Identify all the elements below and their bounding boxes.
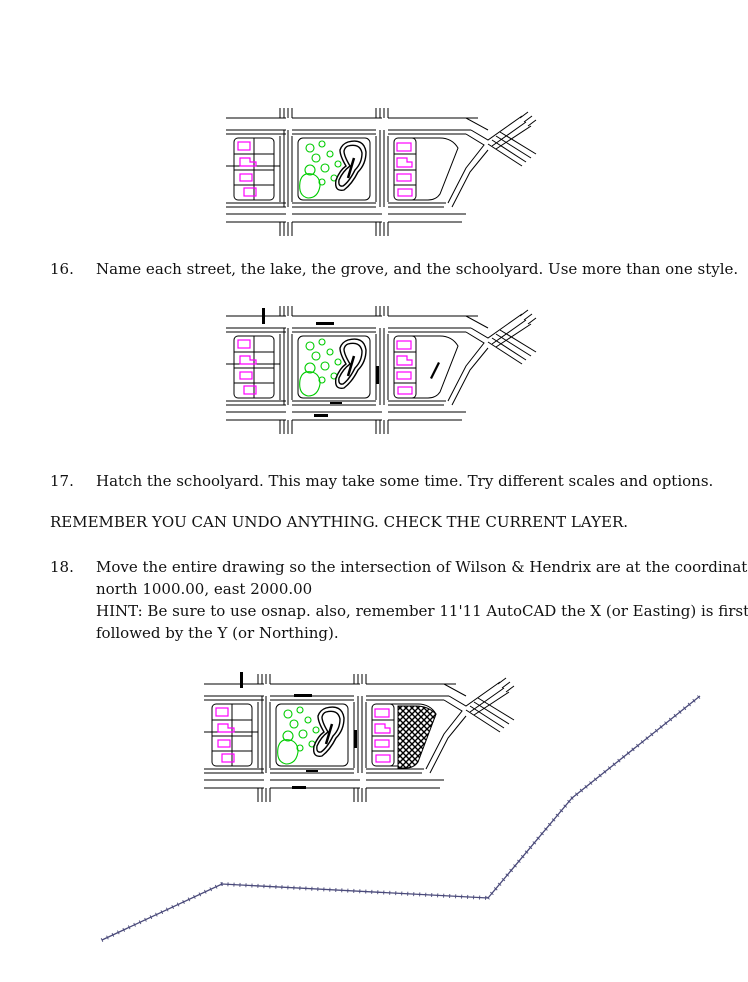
- grove-label-mark: [330, 402, 342, 404]
- site-plan-figure-3: [202, 672, 516, 804]
- step-16-number: 16.: [50, 260, 74, 278]
- street-label-mark: [316, 322, 334, 325]
- step-18-line-1: Move the entire drawing so the intersect…: [96, 558, 748, 576]
- step-18-number: 18.: [50, 558, 74, 576]
- schoolyard-hatch: [397, 705, 437, 769]
- step-18-line-4: followed by the Y (or Northing).: [96, 624, 339, 642]
- step-18-line-3: HINT: Be sure to use osnap. also, rememb…: [96, 602, 748, 620]
- step-17-text: Hatch the schoolyard. This may take some…: [96, 472, 714, 490]
- street-label-mark: [376, 366, 379, 384]
- step-18-text: Move the entire drawing so the intersect…: [96, 556, 748, 644]
- street-label-mark: [314, 414, 328, 417]
- street-label-mark: [262, 308, 265, 324]
- schoolyard-label-mark: [430, 362, 440, 379]
- site-plan-figure-2: [226, 304, 538, 436]
- step-18-line-2: north 1000.00, east 2000.00: [96, 580, 313, 598]
- step-16-text: Name each street, the lake, the grove, a…: [96, 260, 739, 278]
- reminder-text: REMEMBER YOU CAN UNDO ANYTHING. CHECK TH…: [50, 513, 629, 531]
- step-17-number: 17.: [50, 472, 74, 490]
